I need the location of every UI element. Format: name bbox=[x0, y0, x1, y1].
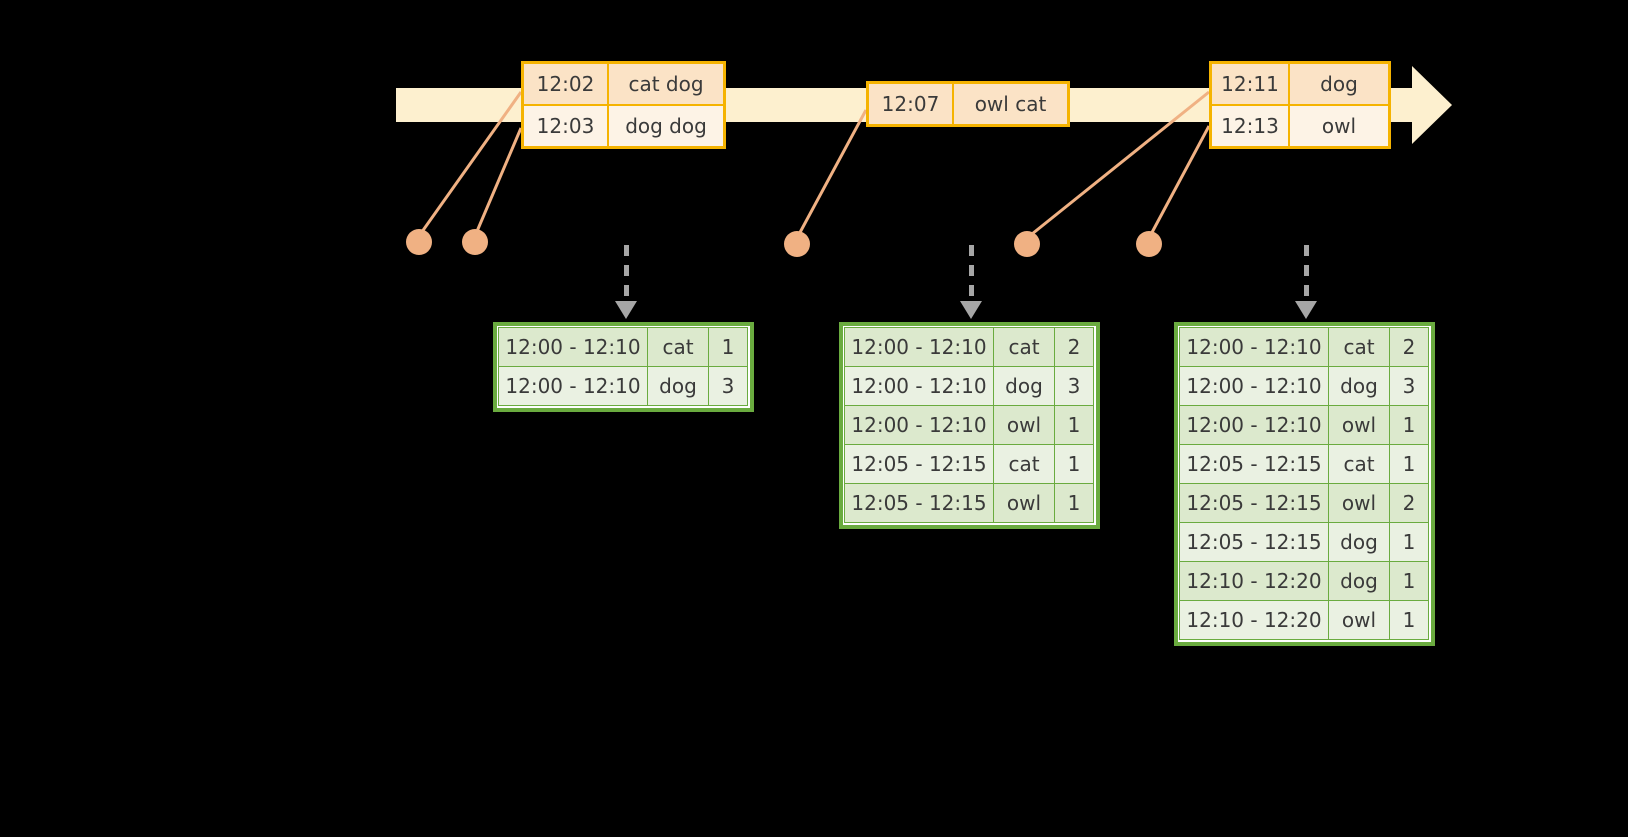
window-cell: 12:05 - 12:15 bbox=[1179, 522, 1329, 562]
window-cell: 12:00 - 12:10 bbox=[1179, 327, 1329, 367]
key-cell: dog bbox=[993, 366, 1055, 406]
window-cell: 12:00 - 12:10 bbox=[1179, 366, 1329, 406]
window-cell: 12:00 - 12:10 bbox=[844, 366, 994, 406]
event-row: 12:11 dog bbox=[1212, 64, 1388, 104]
key-cell: dog bbox=[1328, 522, 1390, 562]
key-cell: owl bbox=[1328, 405, 1390, 445]
key-cell: owl bbox=[1328, 600, 1390, 640]
connector-5-dot bbox=[1136, 231, 1162, 257]
event-message: dog dog bbox=[609, 106, 723, 146]
arrow-stem bbox=[624, 245, 629, 303]
event-time: 12:13 bbox=[1212, 106, 1290, 146]
dash-arrow-2 bbox=[960, 245, 982, 319]
event-box-1: 12:02 cat dog 12:03 dog dog bbox=[521, 61, 726, 149]
connector-1-dot bbox=[406, 229, 432, 255]
window-cell: 12:05 - 12:15 bbox=[844, 483, 994, 523]
count-cell: 3 bbox=[1054, 366, 1094, 406]
window-cell: 12:00 - 12:10 bbox=[1179, 405, 1329, 445]
count-cell: 1 bbox=[1389, 561, 1429, 601]
timeline-arrow-head-icon bbox=[1412, 66, 1452, 144]
event-time: 12:11 bbox=[1212, 64, 1290, 104]
event-time: 12:02 bbox=[524, 64, 609, 104]
connector-3-dot bbox=[784, 231, 810, 257]
window-cell: 12:10 - 12:20 bbox=[1179, 561, 1329, 601]
count-cell: 1 bbox=[1054, 405, 1094, 445]
key-cell: dog bbox=[1328, 366, 1390, 406]
event-row: 12:07 owl cat bbox=[869, 84, 1067, 124]
window-cell: 12:00 - 12:10 bbox=[844, 327, 994, 367]
window-cell: 12:10 - 12:20 bbox=[1179, 600, 1329, 640]
connector-4-dot bbox=[1014, 231, 1040, 257]
arrow-stem bbox=[1304, 245, 1309, 303]
arrow-head-icon bbox=[1295, 301, 1317, 319]
event-box-3: 12:11 dog 12:13 owl bbox=[1209, 61, 1391, 149]
dash-arrow-3 bbox=[1295, 245, 1317, 319]
window-cell: 12:00 - 12:10 bbox=[498, 366, 648, 406]
count-cell: 3 bbox=[1389, 366, 1429, 406]
window-cell: 12:05 - 12:15 bbox=[844, 444, 994, 484]
count-cell: 3 bbox=[708, 366, 748, 406]
count-cell: 1 bbox=[1054, 444, 1094, 484]
key-cell: owl bbox=[993, 405, 1055, 445]
key-cell: cat bbox=[647, 327, 709, 367]
count-cell: 2 bbox=[1389, 327, 1429, 367]
dash-arrow-1 bbox=[615, 245, 637, 319]
count-cell: 1 bbox=[708, 327, 748, 367]
key-cell: cat bbox=[993, 444, 1055, 484]
arrow-head-icon bbox=[615, 301, 637, 319]
event-row: 12:02 cat dog bbox=[524, 64, 723, 104]
window-cell: 12:05 - 12:15 bbox=[1179, 444, 1329, 484]
event-message: owl bbox=[1290, 106, 1388, 146]
event-time: 12:07 bbox=[869, 84, 954, 124]
connector-5-line bbox=[1147, 125, 1211, 239]
count-cell: 1 bbox=[1389, 444, 1429, 484]
event-message: owl cat bbox=[954, 84, 1067, 124]
count-cell: 1 bbox=[1389, 405, 1429, 445]
event-message: dog bbox=[1290, 64, 1388, 104]
key-cell: cat bbox=[1328, 444, 1390, 484]
window-cell: 12:05 - 12:15 bbox=[1179, 483, 1329, 523]
key-cell: cat bbox=[993, 327, 1055, 367]
count-cell: 2 bbox=[1389, 483, 1429, 523]
key-cell: owl bbox=[993, 483, 1055, 523]
key-cell: dog bbox=[1328, 561, 1390, 601]
count-cell: 1 bbox=[1054, 483, 1094, 523]
window-cell: 12:00 - 12:10 bbox=[498, 327, 648, 367]
connector-2-dot bbox=[462, 229, 488, 255]
count-cell: 2 bbox=[1054, 327, 1094, 367]
event-time: 12:03 bbox=[524, 106, 609, 146]
event-row: 12:03 dog dog bbox=[524, 104, 723, 146]
count-cell: 1 bbox=[1389, 600, 1429, 640]
arrow-stem bbox=[969, 245, 974, 303]
window-cell: 12:00 - 12:10 bbox=[844, 405, 994, 445]
key-cell: dog bbox=[647, 366, 709, 406]
connector-2-line bbox=[473, 127, 523, 237]
key-cell: owl bbox=[1328, 483, 1390, 523]
event-box-2: 12:07 owl cat bbox=[866, 81, 1070, 127]
event-row: 12:13 owl bbox=[1212, 104, 1388, 146]
count-cell: 1 bbox=[1389, 522, 1429, 562]
event-message: cat dog bbox=[609, 64, 723, 104]
connector-3-line bbox=[795, 109, 868, 239]
arrow-head-icon bbox=[960, 301, 982, 319]
key-cell: cat bbox=[1328, 327, 1390, 367]
